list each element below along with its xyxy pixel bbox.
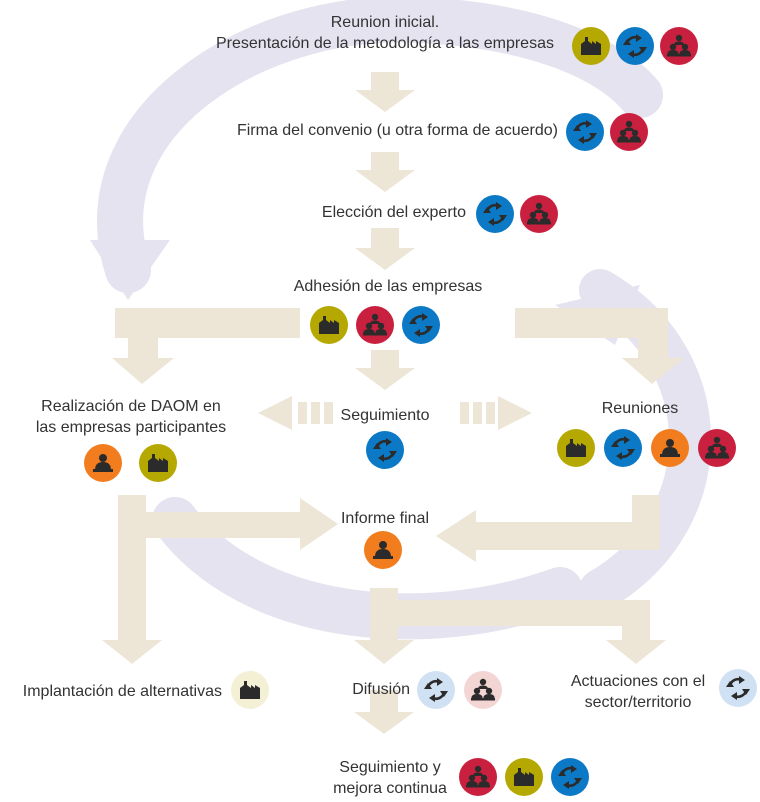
step-adhesion-empresas: Adhesión de las empresas <box>270 276 506 297</box>
step-label-line: Actuaciones con el <box>570 673 706 690</box>
people-group-icon <box>459 758 497 796</box>
step-reuniones: Reuniones <box>570 398 710 419</box>
step-actuaciones-sector: Actuaciones con el sector/territorio <box>560 671 716 713</box>
factory-icon <box>310 306 348 344</box>
step-label-line: Reuniones <box>601 400 679 417</box>
factory-icon <box>505 758 543 796</box>
person-icon <box>651 429 689 467</box>
people-group-icon <box>610 113 648 151</box>
step-label-line: las empresas participantes <box>35 419 227 436</box>
people-group-icon <box>698 429 736 467</box>
cycle-arrows-icon <box>604 429 642 467</box>
step-seguimiento: Seguimiento <box>325 405 445 426</box>
step-firma-convenio: Firma del convenio (u otra forma de acue… <box>150 120 558 141</box>
step-label-line: Seguimiento <box>340 407 430 424</box>
step-label-line: Elección del experto <box>321 204 466 221</box>
person-icon <box>84 444 122 482</box>
people-group-icon <box>660 27 698 65</box>
step-label-line: sector/territorio <box>584 694 692 711</box>
cycle-arrows-icon <box>476 195 514 233</box>
step-informe-final: Informe final <box>320 508 450 529</box>
step-label-line: Adhesión de las empresas <box>293 278 483 295</box>
step-realizacion-daom: Realización de DAOM en las empresas part… <box>16 396 246 438</box>
icon-badges <box>84 27 757 796</box>
cycle-arrows-icon <box>566 113 604 151</box>
cycle-arrows-icon <box>402 306 440 344</box>
step-label-line: Presentación de la metodología a las emp… <box>216 35 554 52</box>
people-group-icon <box>464 671 502 709</box>
factory-icon <box>139 444 177 482</box>
flow-arrows <box>102 72 684 734</box>
cycle-arrows-icon <box>719 669 757 707</box>
step-reunion-inicial: Reunion inicial. Presentación de la meto… <box>200 12 570 54</box>
factory-icon <box>557 429 595 467</box>
cycle-arrows-icon <box>616 27 654 65</box>
people-group-icon <box>356 306 394 344</box>
cycle-arrows-icon <box>366 431 404 469</box>
step-seguimiento-mejora: Seguimiento y mejora continua <box>320 757 460 799</box>
factory-icon <box>231 671 269 709</box>
person-icon <box>364 531 402 569</box>
step-difusion: Difusión <box>320 679 410 700</box>
step-label-line: Realización de DAOM en <box>41 398 221 415</box>
step-label-line: Seguimiento y <box>339 759 441 776</box>
cycle-arrows-icon <box>417 671 455 709</box>
step-eleccion-experto: Elección del experto <box>250 202 466 223</box>
people-group-icon <box>520 195 558 233</box>
step-label-line: Implantación de alternativas <box>22 683 222 700</box>
step-label-line: Reunion inicial. <box>330 14 440 31</box>
cycle-arrows-icon <box>551 758 589 796</box>
factory-icon <box>572 27 610 65</box>
step-label-line: Informe final <box>340 510 430 527</box>
step-implantacion-alternativas: Implantación de alternativas <box>0 681 222 702</box>
step-label-line: Difusión <box>352 681 410 698</box>
step-label-line: Firma del convenio (u otra forma de acue… <box>236 122 558 139</box>
step-label-line: mejora continua <box>333 780 447 797</box>
